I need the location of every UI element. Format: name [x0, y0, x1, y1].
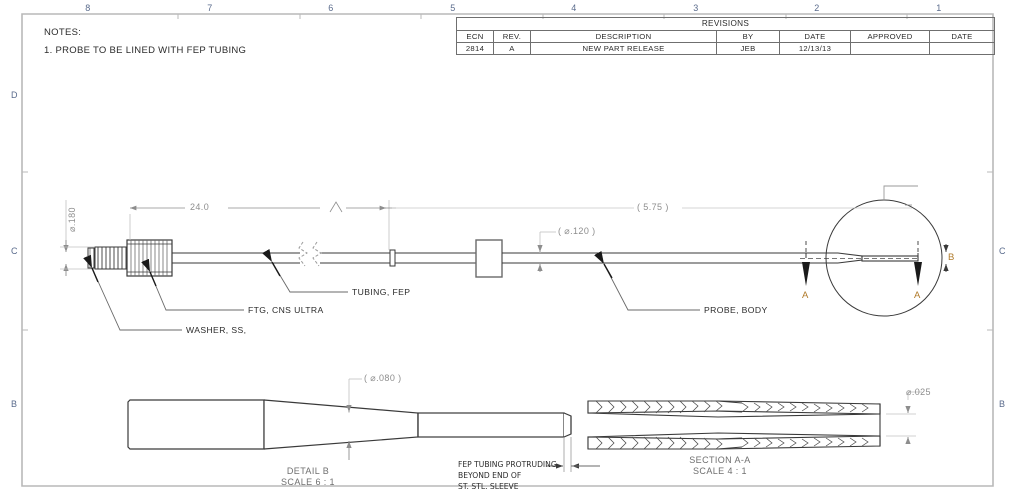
dimension-tube-diameter: ( ⌀.120 )	[558, 226, 596, 236]
dimension-reference-length: ( 5.75 )	[637, 202, 669, 212]
notes-heading: NOTES:	[44, 27, 82, 38]
callout-tubing-fep: TUBING, FEP	[352, 287, 411, 297]
fitting-thread-geometry	[94, 246, 128, 270]
table-row: 2814 A NEW PART RELEASE JEB 12/13/13	[456, 42, 995, 55]
rev-header-description: DESCRIPTION	[530, 30, 717, 43]
callout-ftg-cns-ultra: FTG, CNS ULTRA	[248, 305, 324, 315]
revisions-title-row: REVISIONS	[456, 17, 995, 31]
probe-shaft-right-geometry	[502, 252, 838, 264]
rev-cell-date: 12/13/13	[779, 42, 851, 55]
main-assembly-geometry	[87, 185, 949, 317]
section-mark-a-left: A	[802, 290, 809, 301]
zone-col-5: 5	[450, 3, 456, 13]
protrusion-note-line-3: ST. STL. SLEEVE	[458, 482, 519, 491]
probe-shaft-left-geometry	[395, 252, 476, 264]
zone-col-4: 4	[571, 3, 577, 13]
zone-row-left-c: C	[11, 246, 18, 256]
washer-geometry	[87, 247, 95, 269]
section-cut-arrows	[802, 241, 922, 286]
section-aa-title: SECTION A-A	[689, 455, 751, 465]
rev-header-date: DATE	[779, 30, 851, 43]
zone-col-7: 7	[207, 3, 213, 13]
fep-tubing-geometry	[172, 241, 390, 267]
protrusion-note-line-1: FEP TUBING PROTRUDING	[458, 460, 557, 469]
rev-header-ecn: ECN	[456, 30, 494, 43]
zone-col-6: 6	[328, 3, 334, 13]
detail-b-scale: SCALE 6 : 1	[281, 477, 335, 487]
rev-header-by: BY	[716, 30, 780, 43]
collar-geometry	[475, 239, 503, 278]
rev-cell-ecn: 2814	[456, 42, 494, 55]
callout-probe-body: PROBE, BODY	[704, 305, 768, 315]
sleeve-junction-geometry	[389, 249, 396, 267]
dimension-fitting-diameter: ⌀.180	[67, 207, 77, 232]
zone-col-2: 2	[814, 3, 820, 13]
rev-cell-approved	[850, 42, 930, 55]
zone-col-8: 8	[85, 3, 91, 13]
sheet-border	[21, 13, 994, 487]
rev-cell-by: JEB	[716, 42, 780, 55]
rev-header-approved: APPROVED	[850, 30, 930, 43]
fitting-body-geometry	[126, 239, 173, 277]
note-item-1: 1. PROBE TO BE LINED WITH FEP TUBING	[44, 45, 247, 56]
zone-col-1: 1	[936, 3, 942, 13]
detail-b-title: DETAIL B	[286, 466, 330, 476]
zone-row-left-d: D	[11, 90, 18, 100]
zone-row-left-b: B	[11, 399, 18, 409]
detail-b-geometry	[127, 378, 600, 472]
protrusion-note-line-2: BEYOND END OF	[458, 471, 522, 480]
dimension-section-wall: ⌀.025	[906, 387, 931, 397]
dimension-overall-length: 24.0	[190, 202, 210, 212]
rev-cell-date2	[929, 42, 995, 55]
revisions-header-row: ECN REV. DESCRIPTION BY DATE APPROVED DA…	[456, 30, 995, 43]
rev-header-date2: DATE	[929, 30, 995, 43]
main-view-dimensions	[60, 200, 912, 276]
zone-row-right-b: B	[999, 399, 1006, 409]
rev-header-rev: REV.	[493, 30, 531, 43]
zone-col-3: 3	[693, 3, 699, 13]
rev-cell-description: NEW PART RELEASE	[530, 42, 717, 55]
revisions-table: REVISIONS ECN REV. DESCRIPTION BY DATE A…	[456, 17, 995, 55]
revisions-title: REVISIONS	[456, 17, 995, 31]
callout-washer-ss: WASHER, SS,	[186, 325, 247, 335]
section-aa-geometry	[587, 391, 922, 450]
section-aa-scale: SCALE 4 : 1	[693, 466, 747, 476]
notes-block: NOTES: 1. PROBE TO BE LINED WITH FEP TUB…	[44, 24, 246, 60]
leader-lines	[83, 248, 700, 331]
detail-mark-b: B	[948, 252, 955, 263]
probe-tip-geometry	[800, 252, 919, 264]
dimension-detail-b-diameter: ( ⌀.080 )	[364, 373, 402, 383]
rev-cell-rev: A	[493, 42, 531, 55]
zone-row-right-c: C	[999, 246, 1006, 256]
section-mark-a-right: A	[914, 290, 921, 301]
